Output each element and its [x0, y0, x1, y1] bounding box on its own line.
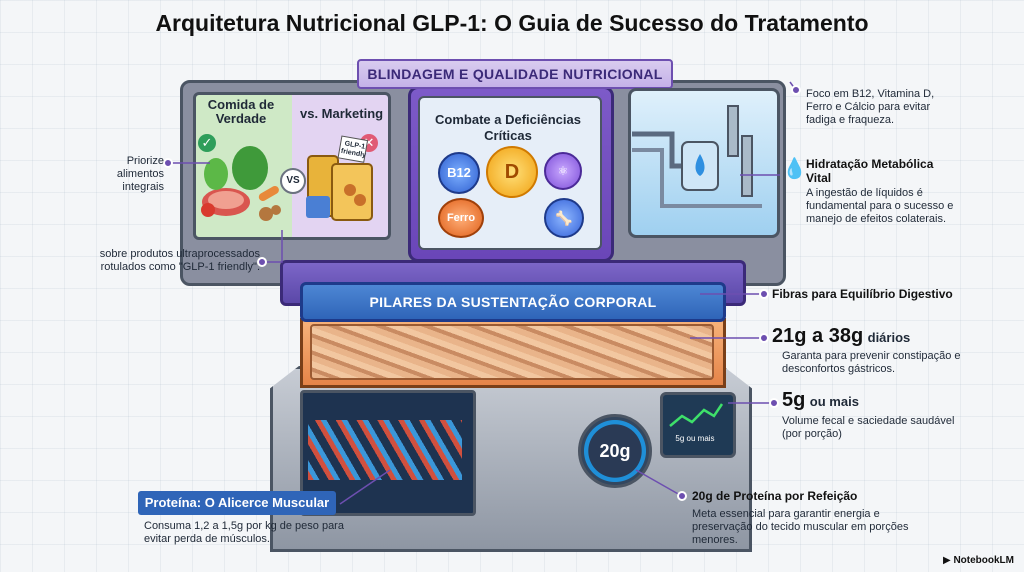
fiber-range-text: Garanta para prevenir constipação e desc… [782, 350, 961, 375]
vitamin-d-sun-icon: D [486, 146, 538, 198]
check-icon: ✓ [198, 134, 216, 152]
real-food-label: Comida de Verdade [207, 97, 275, 126]
dna-helix-icon [308, 420, 462, 480]
fiber-range-value: 21g a 38g [772, 325, 864, 347]
ultraprocessed-callout: sobre produtos ultraprocessados rotulado… [99, 248, 260, 273]
fiber-min-text: Volume fecal e saciedade saudável (por p… [782, 415, 955, 440]
notebooklm-watermark: ▶ NotebookLM [942, 555, 1014, 566]
protein-text: Consuma 1,2 a 1,5g por kg de peso para e… [144, 520, 344, 545]
prioritize-callout: Priorize alimentos integrais [116, 155, 164, 193]
protein-banner: Proteína: O Alicerce Muscular [138, 491, 336, 515]
hydration-text: A ingestão de líquidos é fundamental par… [806, 187, 954, 225]
protein-gauge: 20g [578, 414, 652, 488]
hydration-title: Hidratação Metabólica Vital [806, 157, 934, 185]
vs-badge: VS [280, 168, 306, 194]
protein-meal-title: 20g de Proteína por Refeição [692, 489, 858, 503]
fiber-min-unit: ou mais [809, 394, 859, 409]
fiber-range: 21g a 38g diários [772, 325, 910, 348]
hydration-pipes-illustration [632, 105, 762, 208]
water-drop-icon: 💧 [782, 158, 807, 180]
fiber-title: Fibras para Equilíbrio Digestivo [772, 287, 953, 301]
marketing-label: vs. Marketing [300, 106, 384, 121]
fiber-screen-label: 5g ou mais [675, 434, 715, 443]
processed-products-illustration [306, 135, 373, 221]
notebooklm-text: NotebookLM [953, 555, 1014, 566]
fiber-strands [310, 324, 714, 380]
nutritional-quality-banner: BLINDAGEM E QUALIDADE NUTRICIONAL [357, 59, 673, 89]
vegetables-illustration [201, 146, 281, 221]
pillars-banner: PILARES DA SUSTENTAÇÃO CORPORAL [300, 282, 726, 322]
fiber-min-value: 5g [782, 389, 806, 411]
deficiency-callout: Foco em B12, Vitamina D, Ferro e Cálcio … [806, 88, 935, 126]
vitamin-b12-icon: B12 [438, 152, 480, 194]
fiber-range-unit: diários [867, 330, 911, 345]
rising-chart-icon [669, 403, 724, 427]
iron-icon: Ferro [438, 198, 484, 238]
bone-calcium-icon: 🦴 [544, 198, 584, 238]
protein-meal-text: Meta essencial para garantir energia e p… [692, 508, 909, 546]
deficiency-label: Combate a Deficiências Críticas [435, 112, 581, 143]
fiber-min: 5g ou mais [782, 389, 859, 412]
page-title: Arquitetura Nutricional GLP-1: O Guia de… [155, 10, 869, 36]
molecule-icon: ⚛ [544, 152, 582, 190]
